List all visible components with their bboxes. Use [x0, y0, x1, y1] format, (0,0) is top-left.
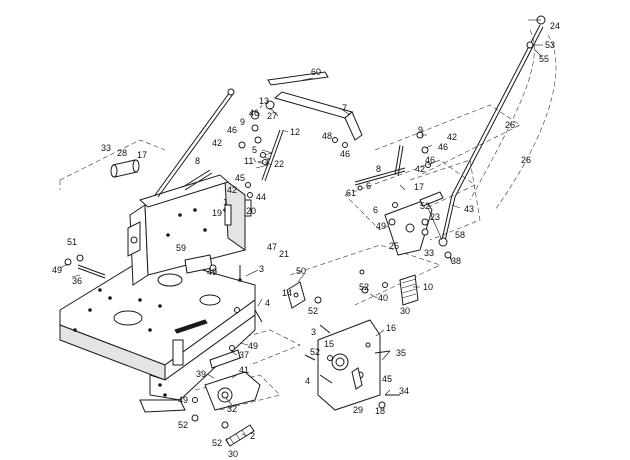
washers: [64, 41, 534, 429]
callout-50: 50: [296, 266, 306, 276]
callout-16: 16: [386, 323, 396, 333]
callout-6a: 6: [366, 181, 371, 191]
callout-8a: 8: [195, 156, 200, 166]
callout-25: 25: [389, 241, 399, 251]
callout-11: 11: [244, 156, 253, 166]
callout-38: 38: [451, 256, 461, 266]
callout-19: 19: [212, 208, 222, 218]
callout-46e: 46: [425, 155, 435, 165]
callout-30a: 30: [400, 306, 410, 316]
callout-49c: 49: [376, 221, 386, 231]
center-bracket: [250, 71, 363, 182]
callout-17a: 17: [137, 150, 147, 160]
callout-61: 61: [346, 188, 356, 198]
callout-3b: 3: [311, 327, 316, 337]
callout-7: 7: [342, 103, 347, 113]
right-rocker: [354, 144, 444, 256]
callout-1: 1: [223, 197, 228, 207]
callout-13: 13: [259, 96, 269, 106]
callout-22: 22: [274, 159, 284, 169]
callout-4a: 4: [265, 298, 270, 308]
callout-52d: 52: [310, 347, 320, 357]
callout-2: 2: [250, 431, 255, 441]
callout-48: 48: [322, 131, 332, 141]
lower-linkage: [204, 349, 261, 447]
callout-27: 27: [267, 111, 277, 121]
callout-58: 58: [455, 230, 465, 240]
callout-52f: 52: [212, 438, 222, 448]
callout-51: 51: [67, 237, 77, 247]
callout-47: 47: [267, 242, 277, 252]
callout-45b: 45: [382, 374, 392, 384]
callout-33a: 33: [101, 143, 111, 153]
callout-59: 59: [176, 243, 186, 253]
callout-14: 14: [282, 288, 292, 298]
callout-4b: 4: [305, 376, 310, 386]
callout-9b: 9: [418, 125, 423, 135]
callout-46a: 46: [249, 108, 259, 118]
callout-26a: 26: [505, 120, 515, 130]
callout-37: 37: [239, 350, 249, 360]
callout-49d: 49: [248, 341, 258, 351]
callout-5: 5: [252, 145, 257, 155]
callout-15: 15: [324, 339, 334, 349]
callout-46d: 46: [438, 142, 448, 152]
callout-36: 36: [72, 276, 82, 286]
callout-45a: 45: [235, 173, 245, 183]
callout-6b: 6: [373, 205, 378, 215]
callout-10: 10: [423, 282, 433, 292]
right-center-parts: [286, 274, 419, 309]
left-control-rod: [110, 88, 235, 198]
callout-34: 34: [399, 386, 409, 396]
callout-39: 39: [196, 369, 206, 379]
callout-24: 24: [550, 21, 560, 31]
callout-9a: 9: [240, 117, 245, 127]
callout-21: 21: [279, 249, 289, 259]
callout-28: 28: [117, 148, 127, 158]
callout-46c: 46: [340, 149, 350, 159]
callout-20: 20: [246, 206, 256, 216]
callout-60: 60: [311, 67, 321, 77]
callout-30b: 30: [228, 449, 238, 459]
right-plate: [317, 319, 381, 411]
callout-42b: 42: [227, 185, 237, 195]
callout-35: 35: [396, 348, 406, 358]
callout-49e: 49: [178, 395, 188, 405]
callout-33b: 33: [424, 248, 434, 258]
callout-labels: 24 53 55 26 26 60 7 13 27 46 9 12 46 42 …: [52, 21, 560, 459]
callout-52b: 52: [359, 282, 369, 292]
callout-44: 44: [256, 192, 266, 202]
callout-18: 18: [375, 406, 385, 416]
callout-43: 43: [464, 204, 474, 214]
callout-42d: 42: [415, 164, 425, 174]
callout-46b: 46: [227, 125, 237, 135]
callout-49b: 49: [52, 265, 62, 275]
leader-lines: [59, 19, 543, 445]
callout-42a: 42: [212, 138, 222, 148]
callout-17b: 17: [414, 182, 424, 192]
callout-23: 23: [430, 212, 440, 222]
left-small-parts: [76, 199, 252, 279]
callout-53: 53: [545, 40, 555, 50]
callout-55: 55: [539, 54, 549, 64]
callout-8b: 8: [376, 164, 381, 174]
callout-52c: 52: [308, 306, 318, 316]
callout-40: 40: [378, 293, 388, 303]
callout-41: 41: [239, 365, 249, 375]
callout-49a: 49: [207, 267, 217, 277]
callout-12: 12: [290, 127, 300, 137]
long-control-rod: [438, 15, 557, 247]
callout-52a: 52: [420, 201, 430, 211]
callout-29: 29: [353, 405, 363, 415]
callout-3a: 3: [259, 264, 264, 274]
callout-26b: 26: [521, 155, 531, 165]
callout-42c: 42: [447, 132, 457, 142]
callout-32: 32: [227, 404, 237, 414]
frame-holes: [73, 208, 242, 397]
callout-52e: 52: [178, 420, 188, 430]
